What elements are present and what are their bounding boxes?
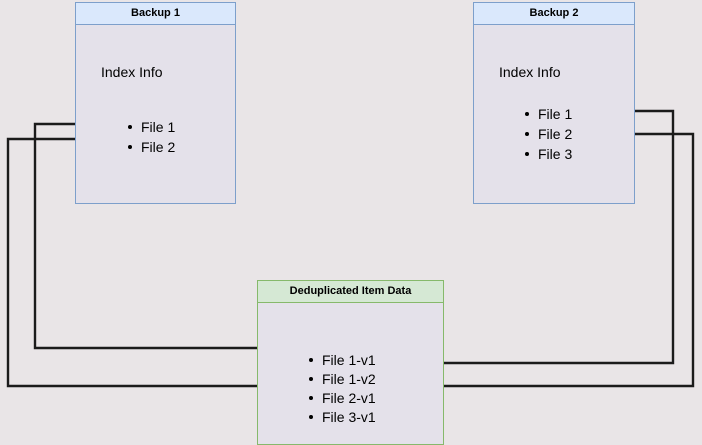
backup-1-file-list: File 1 File 2 <box>127 117 175 157</box>
backup-2-index-info-label: Index Info <box>499 64 561 80</box>
node-backup-2-title: Backup 2 <box>474 3 634 25</box>
dedup-file-list: File 1-v1 File 1-v2 File 2-v1 File 3-v1 <box>308 351 376 427</box>
list-item[interactable]: File 3 <box>524 144 572 164</box>
list-item[interactable]: File 2 <box>524 124 572 144</box>
list-item[interactable]: File 1 <box>127 117 175 137</box>
list-item[interactable]: File 2 <box>127 137 175 157</box>
node-backup-2[interactable]: Backup 2 Index Info File 1 File 2 File 3 <box>473 2 635 204</box>
backup-1-index-info-label: Index Info <box>101 64 163 80</box>
list-item[interactable]: File 3-v1 <box>308 408 376 427</box>
list-item[interactable]: File 2-v1 <box>308 389 376 408</box>
list-item[interactable]: File 1-v2 <box>308 370 376 389</box>
list-item[interactable]: File 1-v1 <box>308 351 376 370</box>
node-deduplicated-item-data[interactable]: Deduplicated Item Data File 1-v1 File 1-… <box>257 280 444 445</box>
node-backup-1-title: Backup 1 <box>76 3 235 25</box>
node-backup-2-body: Index Info File 1 File 2 File 3 <box>474 25 634 204</box>
node-backup-1[interactable]: Backup 1 Index Info File 1 File 2 <box>75 2 236 204</box>
node-dedup-body: File 1-v1 File 1-v2 File 2-v1 File 3-v1 <box>258 303 443 445</box>
node-dedup-title: Deduplicated Item Data <box>258 281 443 303</box>
list-item[interactable]: File 1 <box>524 104 572 124</box>
backup-2-file-list: File 1 File 2 File 3 <box>524 104 572 164</box>
node-backup-1-body: Index Info File 1 File 2 <box>76 25 235 204</box>
